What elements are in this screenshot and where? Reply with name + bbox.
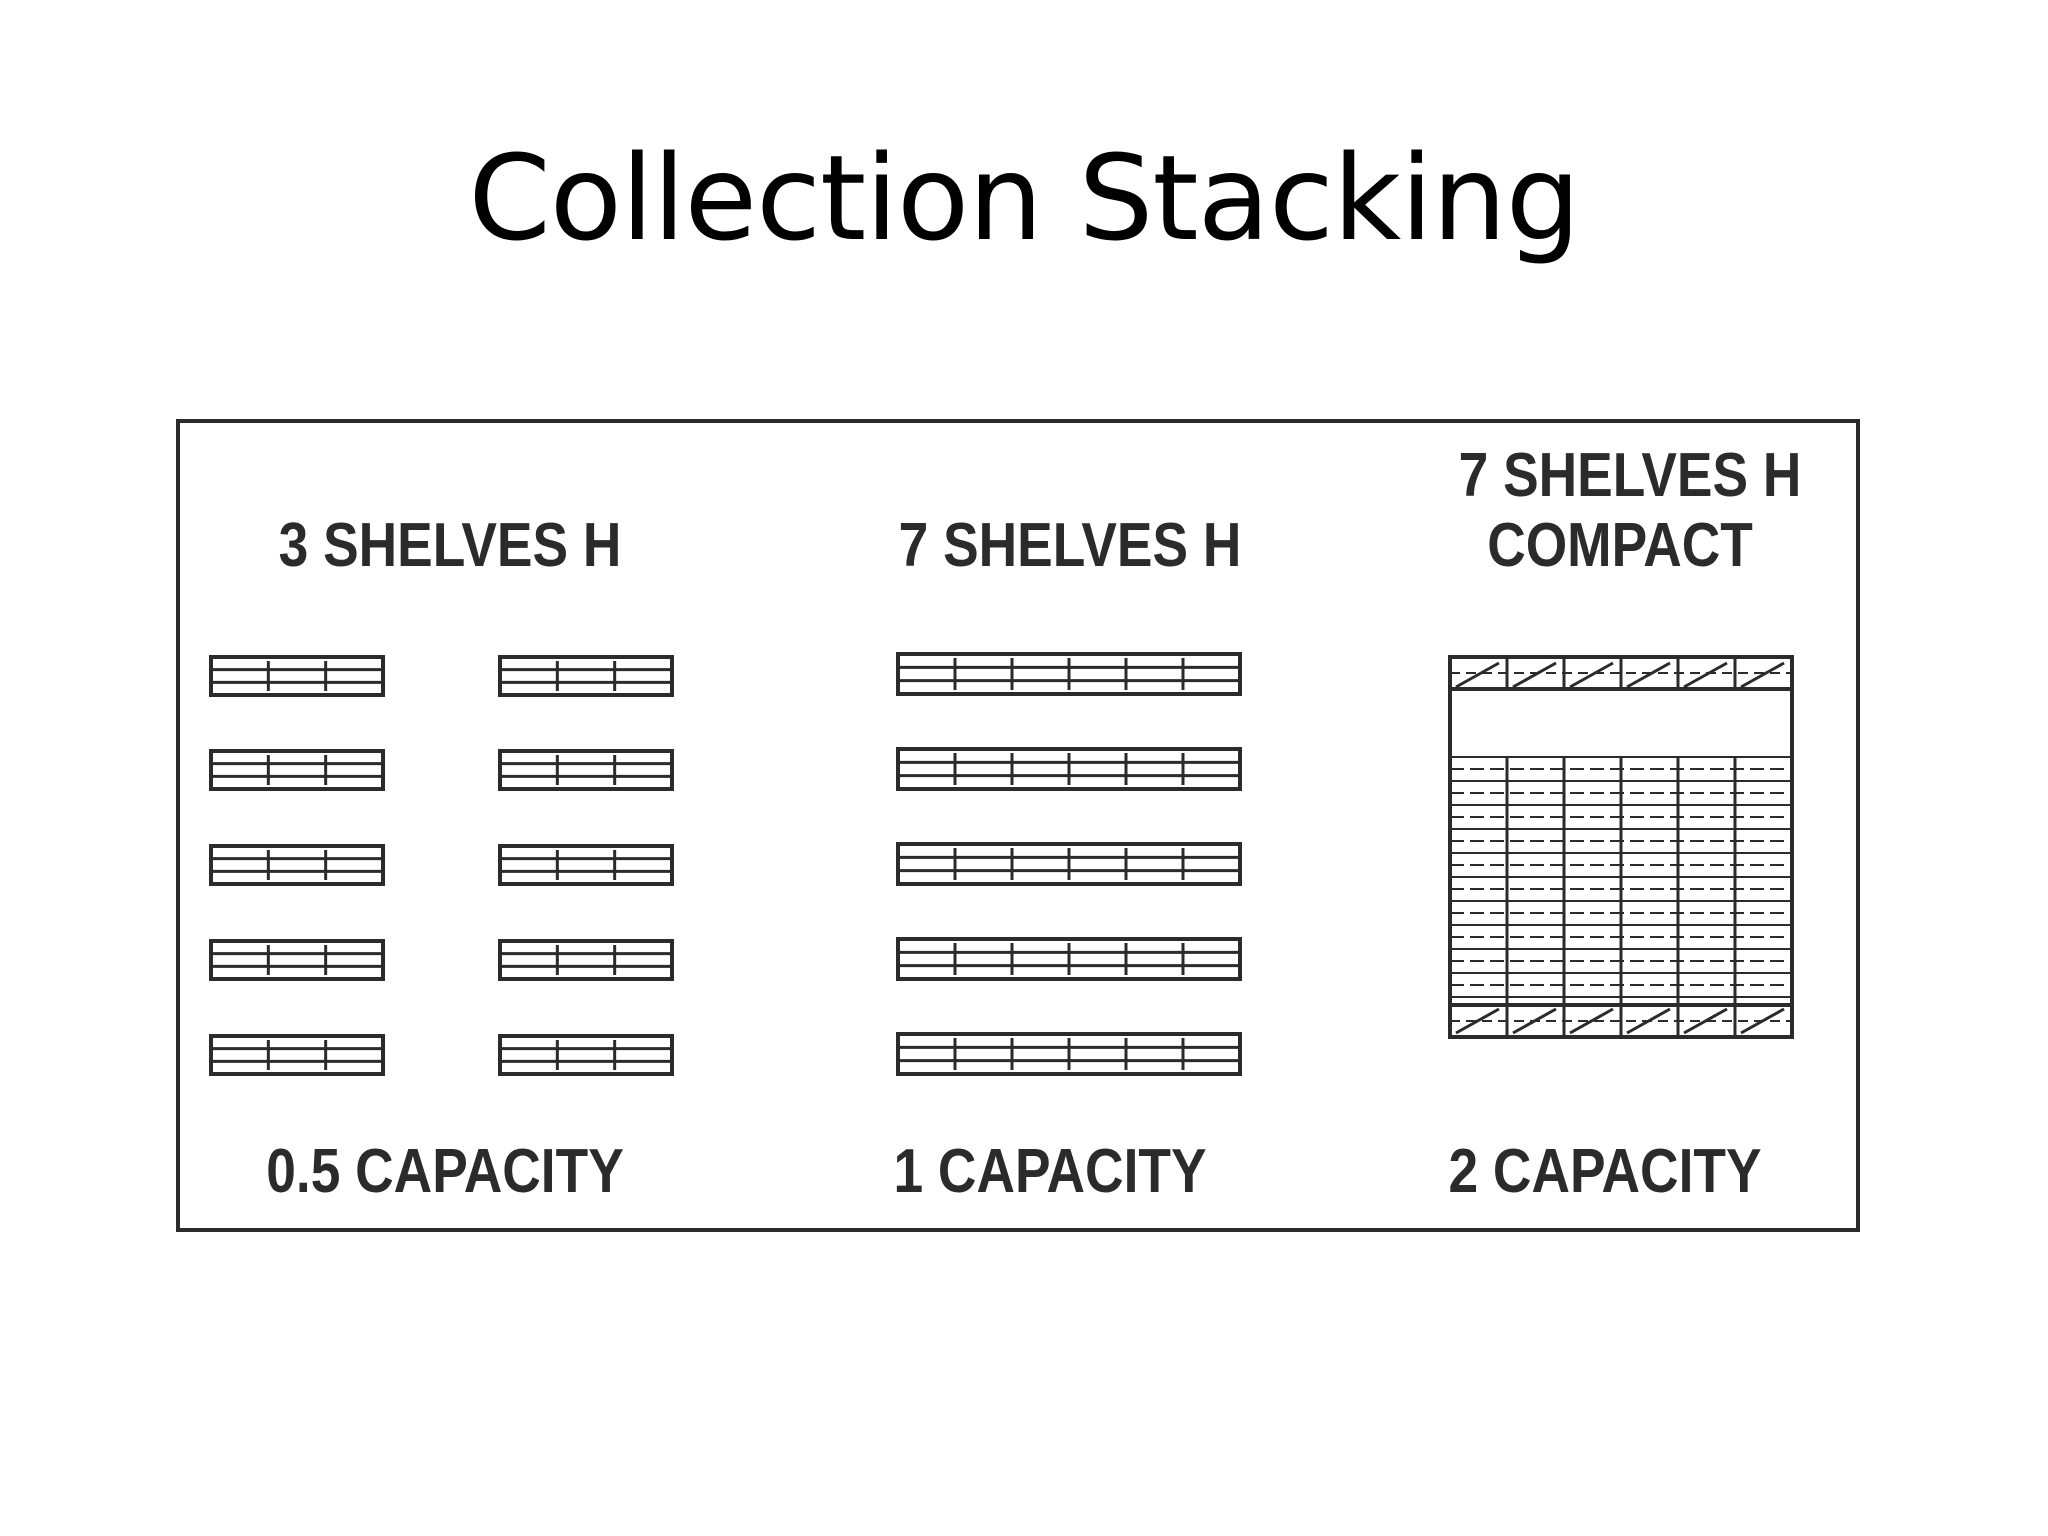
panel-2-header: 7 SHELVES H — [898, 511, 1242, 580]
shelf-right-4 — [498, 939, 674, 981]
panel-2-shelving — [896, 652, 1242, 1076]
panel-1-header: 3 SHELVES H — [278, 511, 622, 580]
long-shelf-5 — [896, 1032, 1242, 1076]
compact-top-band — [1450, 657, 1792, 691]
panel-1-caption: 0.5 CAPACITY — [266, 1137, 624, 1206]
long-shelf-1 — [896, 652, 1242, 696]
slide-title: Collection Stacking — [468, 129, 1580, 267]
shelf-right-3 — [498, 844, 674, 886]
panel-1-shelving — [209, 655, 674, 1076]
panel-3-header-line-1: 7 SHELVES H — [1458, 441, 1802, 510]
long-shelf-2 — [896, 747, 1242, 791]
shelf-right-5 — [498, 1034, 674, 1076]
panel-3-compact-shelving — [1448, 655, 1794, 1039]
panel-3-header-line-2: COMPACT — [1487, 511, 1753, 580]
compact-bottom-band — [1450, 1003, 1792, 1035]
panel-2-caption: 1 CAPACITY — [893, 1137, 1207, 1206]
shelf-left-5 — [209, 1034, 385, 1076]
shelf-right-1 — [498, 655, 674, 697]
shelf-left-1 — [209, 655, 385, 697]
shelf-left-2 — [209, 749, 385, 791]
long-shelf-4 — [896, 937, 1242, 981]
shelf-right-2 — [498, 749, 674, 791]
compact-dense-rows — [1450, 756, 1792, 1037]
shelf-left-3 — [209, 844, 385, 886]
shelf-left-4 — [209, 939, 385, 981]
panel-3-caption: 2 CAPACITY — [1448, 1137, 1762, 1206]
long-shelf-3 — [896, 842, 1242, 886]
diagram-frame — [176, 419, 1860, 1232]
